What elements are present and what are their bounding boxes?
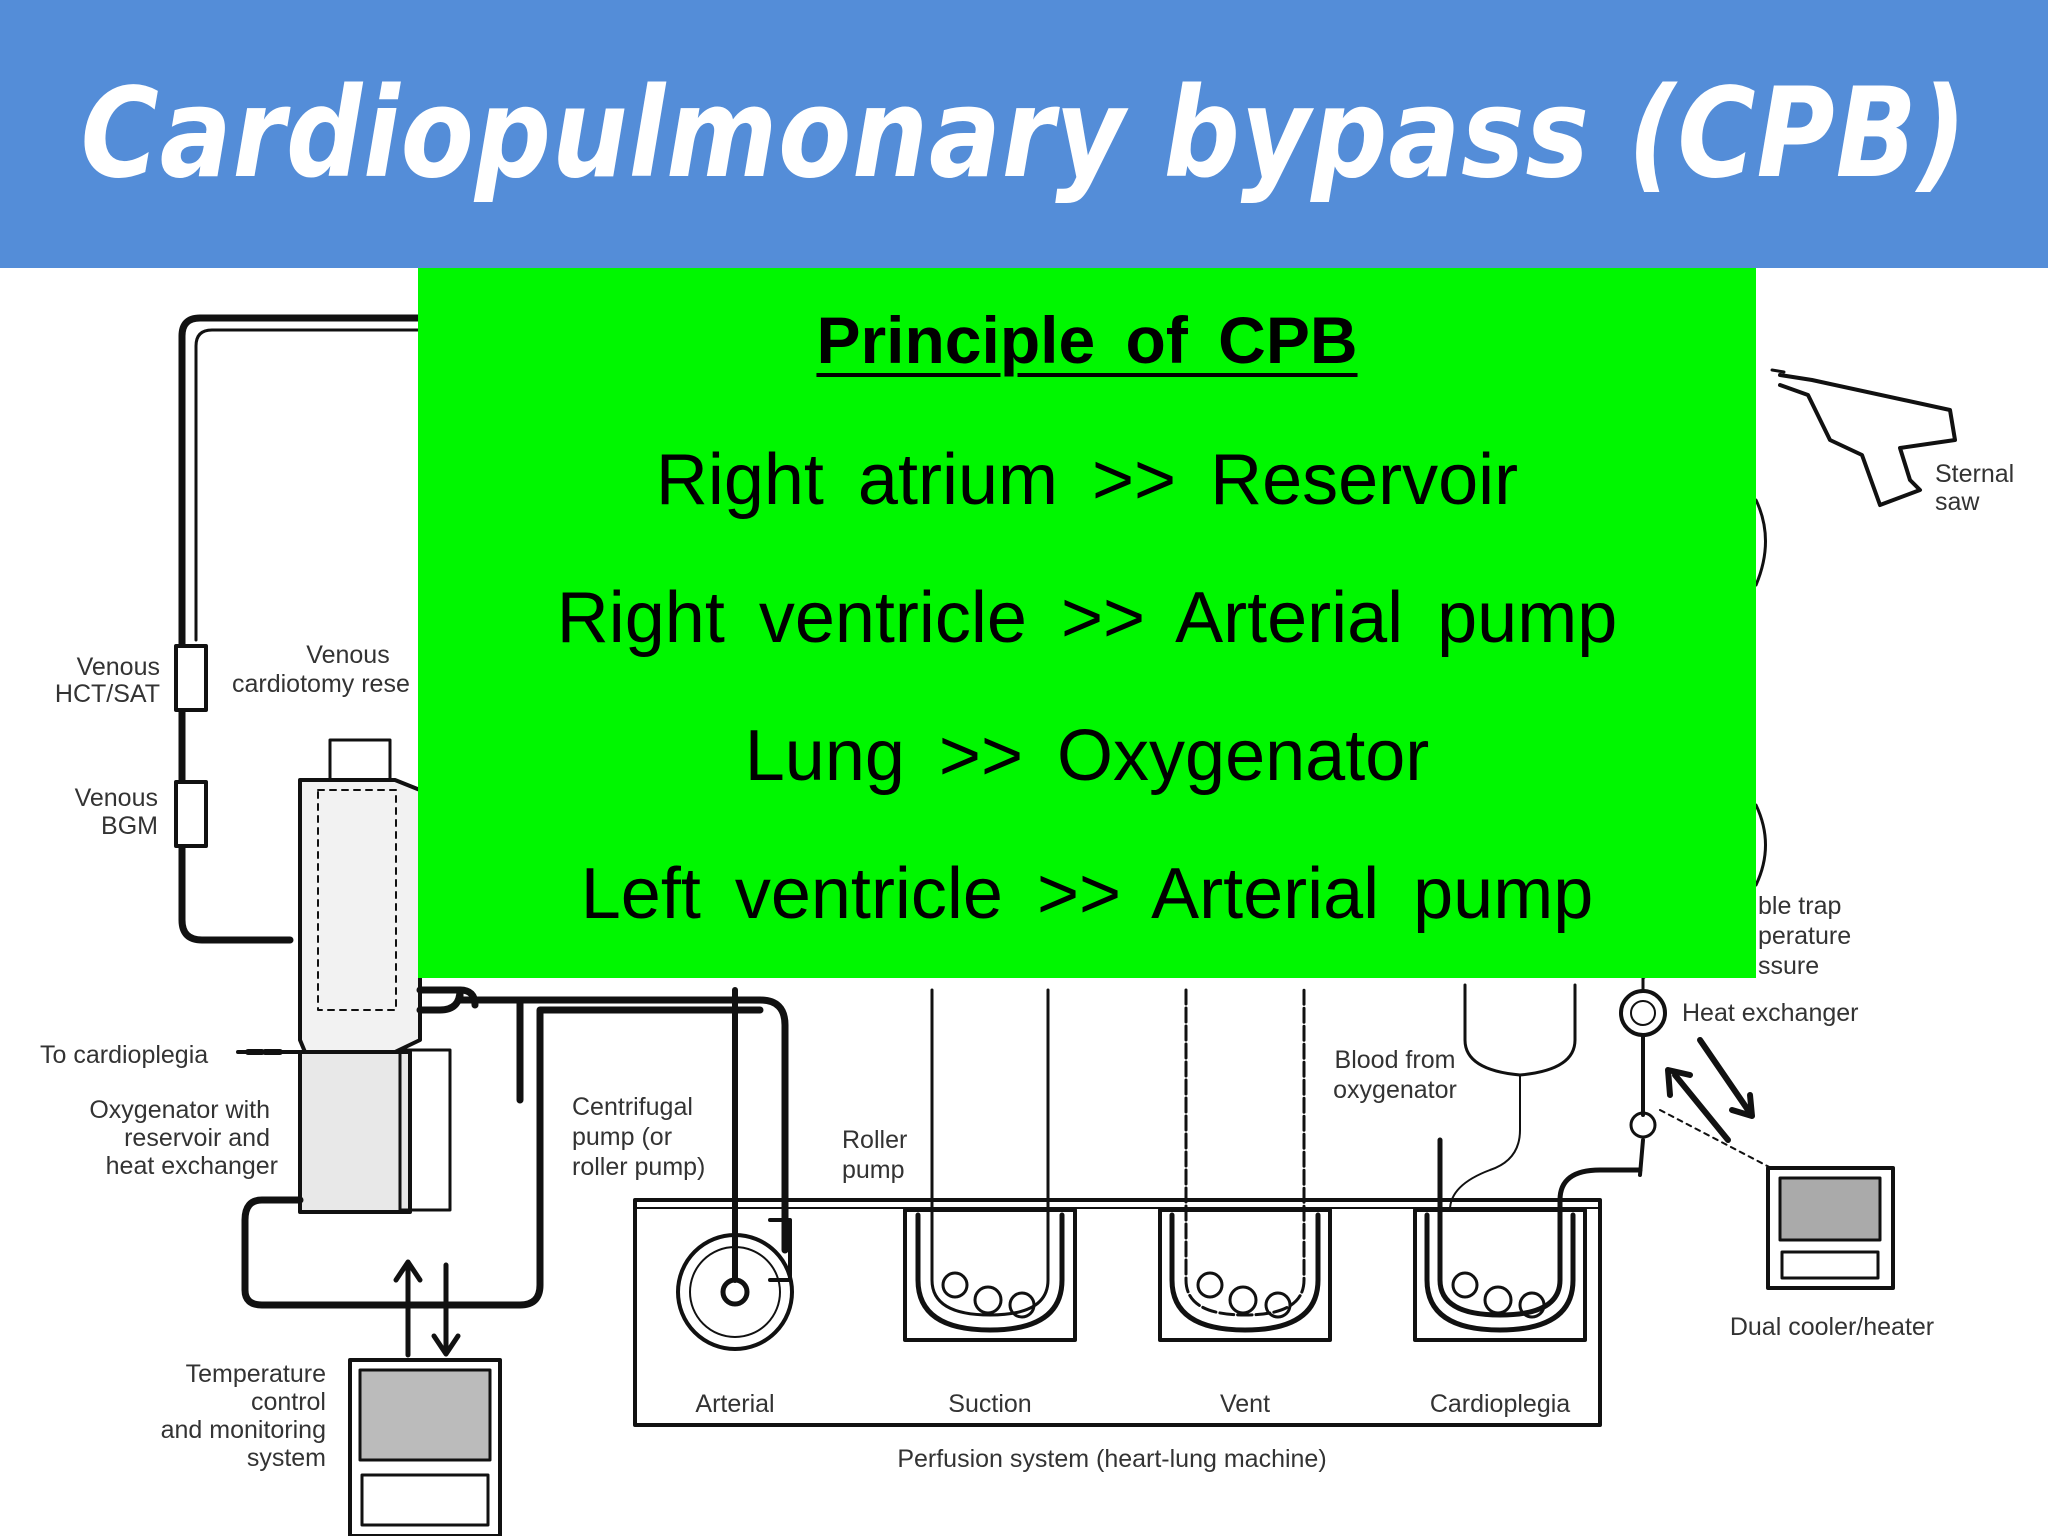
heat-exchanger bbox=[1619, 989, 1667, 1037]
svg-text:roller pump): roller pump) bbox=[572, 1153, 705, 1181]
label-to-cardioplegia: To cardioplegia bbox=[40, 1041, 208, 1069]
label-venous-hct: Venous bbox=[77, 653, 160, 681]
sternal-saw-icon bbox=[1778, 373, 1957, 507]
oxygenator-body bbox=[298, 778, 422, 1054]
label-perfusion-system: Perfusion system (heart-lung machine) bbox=[897, 1445, 1326, 1473]
svg-text:cardiotomy rese: cardiotomy rese bbox=[232, 670, 410, 698]
cardioplegia-pump bbox=[1413, 1137, 1643, 1342]
svg-text:saw: saw bbox=[1935, 488, 1980, 516]
principle-line-left-ventricle: Left ventricle >> Arterial pump bbox=[580, 854, 1594, 934]
label-venous-bgm: Venous bbox=[75, 784, 158, 812]
svg-text:heat exchanger: heat exchanger bbox=[106, 1152, 278, 1180]
principle-line-right-ventricle: Right ventricle >> Arterial pump bbox=[556, 578, 1618, 658]
vent-pump bbox=[1158, 988, 1332, 1342]
svg-text:system: system bbox=[247, 1444, 326, 1472]
label-dual-cooler: Dual cooler/heater bbox=[1730, 1313, 1934, 1341]
label-bubble-trap: ble trap bbox=[1758, 892, 1841, 920]
svg-text:control: control bbox=[251, 1388, 326, 1416]
label-roller-pump: Roller bbox=[842, 1126, 907, 1154]
perfusion-machine bbox=[633, 1198, 1602, 1427]
principle-heading: Principle of CPB bbox=[816, 303, 1358, 377]
label-venous-cardiotomy: Venous bbox=[306, 641, 389, 669]
label-temperature-control: Temperature bbox=[186, 1360, 326, 1388]
label-centrifugal-pump: Centrifugal bbox=[572, 1093, 693, 1121]
slide-title: Cardiopulmonary bypass (CPB) bbox=[80, 62, 1968, 206]
principle-line-lung: Lung >> Oxygenator bbox=[744, 716, 1430, 796]
venous-line bbox=[178, 314, 424, 944]
svg-text:ssure: ssure bbox=[1758, 952, 1819, 980]
cardioplegia-bag bbox=[1463, 983, 1577, 1077]
label-vent: Vent bbox=[1220, 1390, 1270, 1418]
label-blood-from-oxygenator: Blood from bbox=[1335, 1046, 1456, 1074]
svg-text:and monitoring: and monitoring bbox=[161, 1416, 326, 1444]
label-sternal-saw: Sternal bbox=[1935, 460, 2014, 488]
label-heat-exchanger: Heat exchanger bbox=[1682, 999, 1859, 1027]
label-suction: Suction bbox=[948, 1390, 1031, 1418]
label-oxygenator: Oxygenator with bbox=[89, 1096, 270, 1124]
suction-pump bbox=[903, 988, 1077, 1342]
svg-text:pump (or: pump (or bbox=[572, 1123, 672, 1151]
svg-text:pump: pump bbox=[842, 1156, 905, 1184]
cpb-circuit-diagram: Sternal saw Venous HCT/SAT Venous cardio… bbox=[40, 314, 2014, 1536]
svg-text:BGM: BGM bbox=[101, 812, 158, 840]
principle-line-right-atrium: Right atrium >> Reservoir bbox=[655, 440, 1519, 520]
label-cardioplegia: Cardioplegia bbox=[1430, 1390, 1570, 1418]
hct-sat-probe bbox=[174, 644, 208, 712]
svg-text:perature: perature bbox=[1758, 922, 1851, 950]
label-arterial: Arterial bbox=[695, 1390, 774, 1418]
principle-box: Principle of CPB Right atrium >> Reservo… bbox=[418, 268, 1756, 978]
svg-text:HCT/SAT: HCT/SAT bbox=[55, 680, 160, 708]
svg-text:oxygenator: oxygenator bbox=[1333, 1076, 1457, 1104]
title-bar: Cardiopulmonary bypass (CPB) bbox=[0, 0, 2048, 268]
bgm-probe bbox=[174, 780, 208, 848]
svg-text:reservoir and: reservoir and bbox=[124, 1124, 270, 1152]
